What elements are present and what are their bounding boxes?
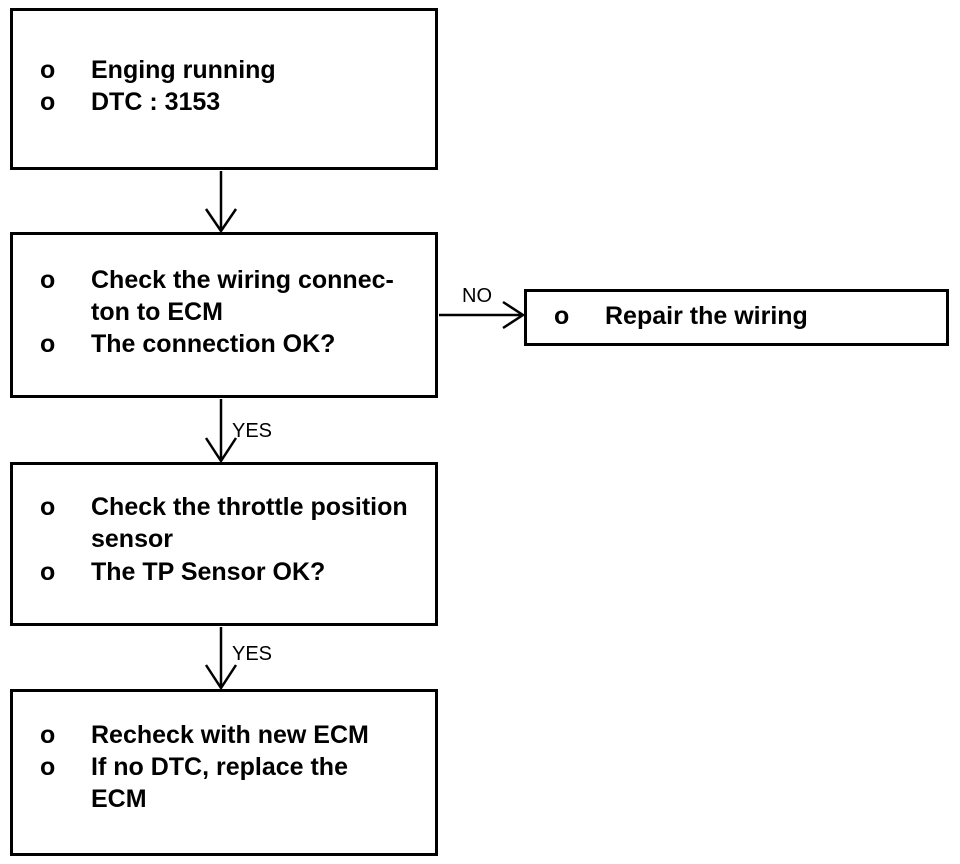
repair-box: o Repair the wiring — [524, 289, 949, 346]
no-label: NO — [462, 285, 492, 307]
tps-check-box: o Check the throttle position sensor o T… — [10, 462, 438, 626]
bullet: o — [40, 493, 56, 521]
bullet: o — [40, 56, 56, 84]
ecm-box: o Recheck with new ECM o If no DTC, repl… — [10, 689, 438, 856]
repair-item-1-text: Repair the wiring — [605, 302, 808, 330]
yes-label-1: YES — [232, 420, 273, 442]
start-item-1-text: Enging running — [91, 56, 276, 84]
arrow-start-to-wiring — [204, 171, 238, 234]
tps-item-1-text: Check the throttle position sensor — [91, 493, 408, 553]
bullet: o — [40, 721, 56, 749]
wiring-item-1-text: Check the wiring connec- ton to ECM — [91, 266, 394, 326]
ecm-item-1-text: Recheck with new ECM — [91, 721, 369, 749]
bullet: o — [554, 302, 570, 330]
bullet: o — [40, 88, 56, 116]
bullet: o — [40, 266, 56, 294]
start-item-2-text: DTC : 3153 — [91, 88, 221, 116]
bullet: o — [40, 753, 56, 781]
wiring-item-2-text: The connection OK? — [91, 330, 336, 358]
bullet: o — [40, 330, 56, 358]
start-box: o Enging running o DTC : 3153 — [10, 8, 438, 170]
bullet: o — [40, 558, 56, 586]
arrow-tps-to-ecm — [204, 627, 238, 691]
arrow-wiring-to-repair — [439, 300, 526, 330]
ecm-item-2-text: If no DTC, replace the ECM — [91, 753, 348, 813]
arrow-wiring-to-tps — [204, 399, 238, 464]
yes-label-2: YES — [232, 643, 273, 665]
tps-item-2-text: The TP Sensor OK? — [91, 558, 326, 586]
wiring-check-box: o Check the wiring connec- ton to ECM o … — [10, 232, 438, 398]
